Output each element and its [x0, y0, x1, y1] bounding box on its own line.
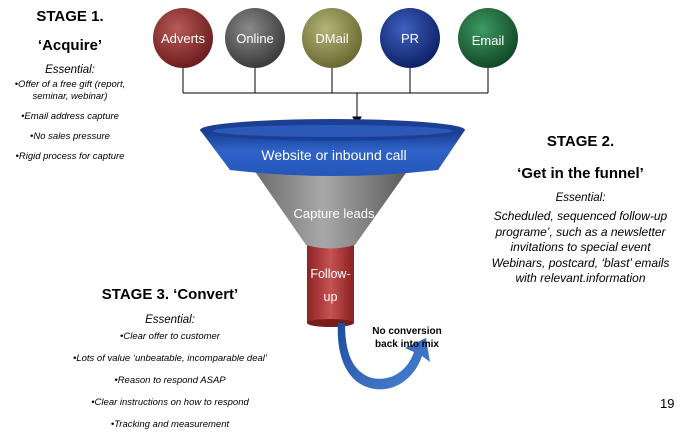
loop-label-1: No conversion [372, 326, 441, 337]
channel-email: Email [458, 8, 518, 68]
funnel-top-label: Website or inbound call [261, 147, 406, 163]
channel-pr: PR [380, 8, 440, 68]
stage3-block: STAGE 3. ‘Convert’ Essential: •Clear off… [20, 286, 320, 431]
stage1-bullet: •Rigid process for capture [15, 151, 125, 162]
stage2-line: invitations to special event [510, 240, 651, 254]
funnel-mid-label: Capture leads [294, 206, 375, 221]
stage2-block: STAGE 2. ‘Get in the funnel’ Essential: … [468, 133, 693, 287]
channel-online: Online [225, 8, 285, 68]
page-number: 19 [660, 396, 675, 411]
stage2-line: programe’, such as a newsletter [495, 224, 666, 239]
stage3-title: STAGE 3. ‘Convert’ [101, 286, 239, 303]
loop-label-2: back into mix [375, 339, 439, 350]
channel-label: Email [472, 33, 505, 48]
channel-dmail: DMail [302, 8, 362, 68]
stage2-essential: Essential: [555, 192, 606, 204]
funnel-middle: Capture leads [254, 170, 408, 249]
channel-label: DMail [315, 31, 348, 46]
loop-arrow-icon [337, 323, 430, 390]
channel-label: Adverts [161, 31, 206, 46]
stage2-line: Scheduled, sequenced follow-up [493, 209, 668, 223]
stage1-subtitle: ‘Acquire’ [37, 37, 103, 54]
stage2-line: with relevant.information [515, 271, 646, 285]
stage3-bullet: •Reason to respond ASAP [114, 375, 226, 386]
funnel-spout: Follow- up [307, 245, 354, 327]
stage3-bullet: •Lots of value ‘unbeatable, incomparable… [73, 353, 267, 364]
stage1-title: STAGE 1. [36, 8, 104, 25]
stage3-bullet: •Clear instructions on how to respond [91, 397, 249, 408]
channel-label: PR [401, 31, 419, 46]
channel-adverts: Adverts [153, 8, 213, 68]
spout-label-1: Follow- [310, 267, 350, 281]
stage3-bullet: •Clear offer to customer [120, 331, 220, 342]
stage2-subtitle: ‘Get in the funnel’ [517, 165, 644, 182]
connector-lines [182, 66, 489, 126]
funnel-top: Website or inbound call [200, 119, 465, 176]
stage2-line: Webinars, postcard, ‘blast’ emails [491, 255, 670, 270]
stage3-bullet: •Tracking and measurement [110, 419, 230, 430]
stage1-bullet: •Email address capture [21, 111, 119, 122]
stage2-title: STAGE 2. [546, 133, 615, 150]
stage1-bullet: •No sales pressure [30, 131, 110, 142]
channel-label: Online [236, 31, 274, 46]
stage1-bullet: •Offer of a free gift (report, [14, 79, 126, 90]
stage1-bullet: seminar, webinar) [32, 91, 108, 102]
stage1-essential: Essential: [45, 64, 95, 76]
stage3-essential: Essential: [145, 314, 195, 326]
stage1-block: STAGE 1. ‘Acquire’ Essential: •Offer of … [0, 8, 140, 163]
spout-label-2: up [324, 290, 338, 304]
